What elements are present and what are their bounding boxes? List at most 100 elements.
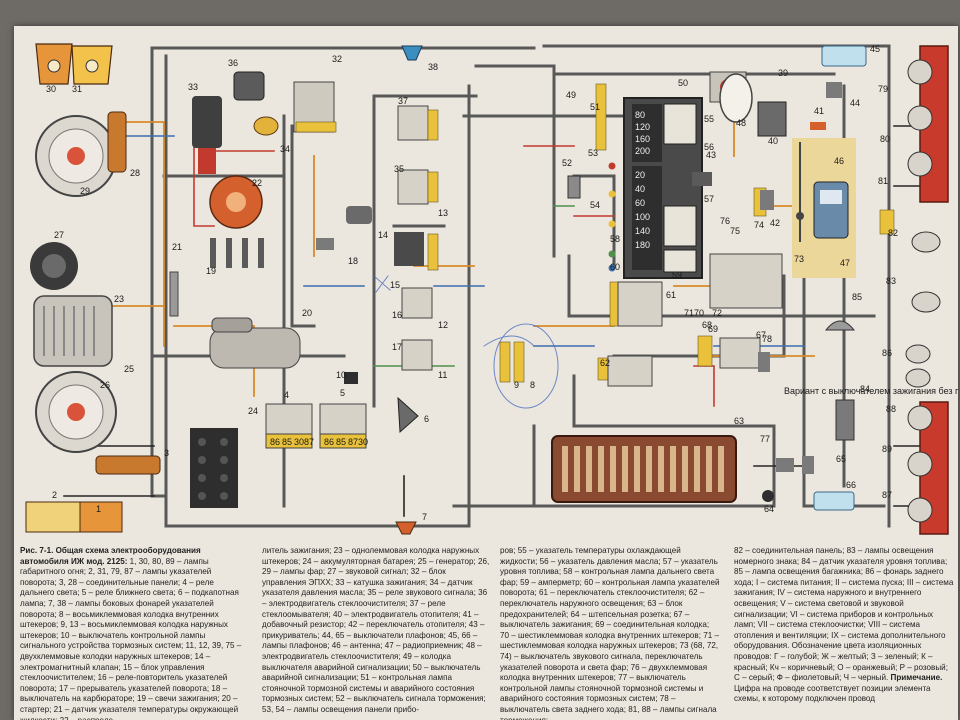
component-number-label: 75	[730, 226, 740, 236]
gauge-scale-label: 100	[635, 212, 650, 222]
caption-column-4: 82 – соединительная панель; 83 – лампы о…	[734, 546, 954, 705]
relay-pin-label: 85	[282, 437, 292, 447]
component-number-label: 53	[588, 148, 598, 158]
dome-lamp-45	[821, 45, 867, 67]
reverse-lamps	[905, 344, 931, 388]
component-number-label: 86	[882, 348, 892, 358]
relay-pin-label: 86	[270, 437, 280, 447]
front-turn-lamp	[25, 501, 123, 533]
component-number-label: 10	[336, 370, 346, 380]
component-number-label: 20	[302, 308, 312, 318]
caption-title: Рис. 7-1. Общая схема электрооборудовани…	[20, 546, 201, 566]
component-number-label: 12	[438, 320, 448, 330]
component-number-label: 40	[768, 136, 778, 146]
relay-pin-label: 30	[294, 437, 304, 447]
wire-red	[193, 135, 715, 407]
washer-relay	[397, 105, 429, 141]
component-number-label: 57	[704, 194, 714, 204]
component-number-label: 41	[814, 106, 824, 116]
component-number-label: 42	[770, 218, 780, 228]
component-number-label: 3	[164, 448, 169, 458]
component-number-label: 39	[778, 68, 788, 78]
component-number-label: 32	[332, 54, 342, 64]
component-number-label: 85	[852, 292, 862, 302]
component-number-label: 88	[886, 404, 896, 414]
component-number-label: 19	[206, 266, 216, 276]
connector-strips	[295, 83, 895, 383]
relay-pin-label: 86	[324, 437, 334, 447]
caption-note-title: Примечание.	[890, 673, 943, 683]
component-number-label: 64	[764, 504, 774, 514]
component-number-label: 49	[566, 90, 576, 100]
brake-light-switch	[567, 175, 581, 199]
heater-switch	[760, 190, 774, 210]
wiper-switch	[617, 281, 663, 327]
carburetor-switch	[316, 238, 334, 250]
reverse-light-switch	[758, 352, 770, 372]
cigarette-lighter	[692, 172, 712, 186]
component-number-label: 17	[392, 342, 402, 352]
component-number-label: 66	[846, 480, 856, 490]
component-number-label: 16	[392, 310, 402, 320]
component-number-label: 23	[114, 294, 124, 304]
component-number-label: 61	[666, 290, 676, 300]
dome-lamp-switch-65	[802, 456, 814, 474]
oil-pressure-sensor	[253, 116, 279, 136]
component-number-label: 68	[702, 320, 712, 330]
headlamp-left-lower	[35, 371, 117, 453]
component-number-label: 72	[712, 308, 722, 318]
component-number-label: 78	[762, 334, 772, 344]
component-number-label: 47	[840, 258, 850, 268]
component-number-label: 46	[834, 156, 844, 166]
component-number-label: 83	[886, 276, 896, 286]
caption-text-3: ров; 55 – указатель температуры охлаждаю…	[500, 546, 720, 720]
component-number-label: 63	[734, 416, 744, 426]
caption-text-2: литель зажигания; 23 – однолеммовая коло…	[262, 546, 490, 714]
component-number-label: 14	[378, 230, 388, 240]
component-number-label: 58	[610, 234, 620, 244]
solenoid-valve	[346, 206, 372, 224]
caption-column-2: литель зажигания; 23 – однолеммовая коло…	[262, 546, 492, 716]
component-number-label: 30	[46, 84, 56, 94]
horn	[30, 242, 78, 290]
component-number-label: 87	[882, 490, 892, 500]
instrument-cluster: 80 120 160 200 20 40 60 100 140 180	[608, 97, 703, 279]
component-number-label: 54	[590, 200, 600, 210]
figure-caption: Рис. 7-1. Общая схема электрооборудовани…	[14, 546, 958, 720]
wiring-diagram: 86 85 30 87 86 85 87 30	[25, 43, 958, 535]
gauge-scale-label: 200	[635, 146, 650, 156]
connector-panel-28	[107, 111, 127, 173]
component-number-label: 7	[422, 512, 427, 522]
rear-lamp-upper	[907, 45, 949, 203]
component-number-label: 71	[684, 308, 694, 318]
starter	[209, 317, 301, 369]
component-number-label: 44	[850, 98, 860, 108]
component-number-label: 38	[428, 62, 438, 72]
component-number-label: 27	[54, 230, 64, 240]
component-number-label: 34	[280, 144, 290, 154]
component-number-label: 9	[514, 380, 519, 390]
caption-column-3: ров; 55 – указатель температуры охлаждаю…	[500, 546, 720, 720]
caption-text-4: 82 – соединительная панель; 83 – лампы о…	[734, 546, 954, 683]
headlamp-left-upper	[35, 115, 117, 197]
component-number-label: 56	[704, 142, 714, 152]
licence-plate-lamps	[911, 231, 941, 313]
component-number-label: 8	[530, 380, 535, 390]
component-number-label: 89	[882, 444, 892, 454]
ignition-switch	[719, 337, 761, 369]
temperature-sensor	[169, 271, 179, 317]
caption-column-1: Рис. 7-1. Общая схема электрооборудовани…	[20, 546, 242, 720]
relay-pin-label: 87	[348, 437, 358, 447]
rear-lamp-lower	[907, 401, 949, 535]
parking-brake-switch	[776, 458, 794, 472]
turn-signal-relay-16	[401, 287, 433, 319]
power-socket	[762, 490, 774, 502]
component-number-label: 62	[600, 358, 610, 368]
windshield-wiper-motor	[719, 73, 753, 123]
battery	[190, 428, 238, 508]
component-number-label: 73	[794, 254, 804, 264]
component-number-label: 59	[672, 270, 682, 280]
component-number-label: 74	[754, 220, 764, 230]
turn-signal-interrupter-17	[401, 339, 433, 371]
gauge-scale-label: 20	[635, 170, 645, 180]
